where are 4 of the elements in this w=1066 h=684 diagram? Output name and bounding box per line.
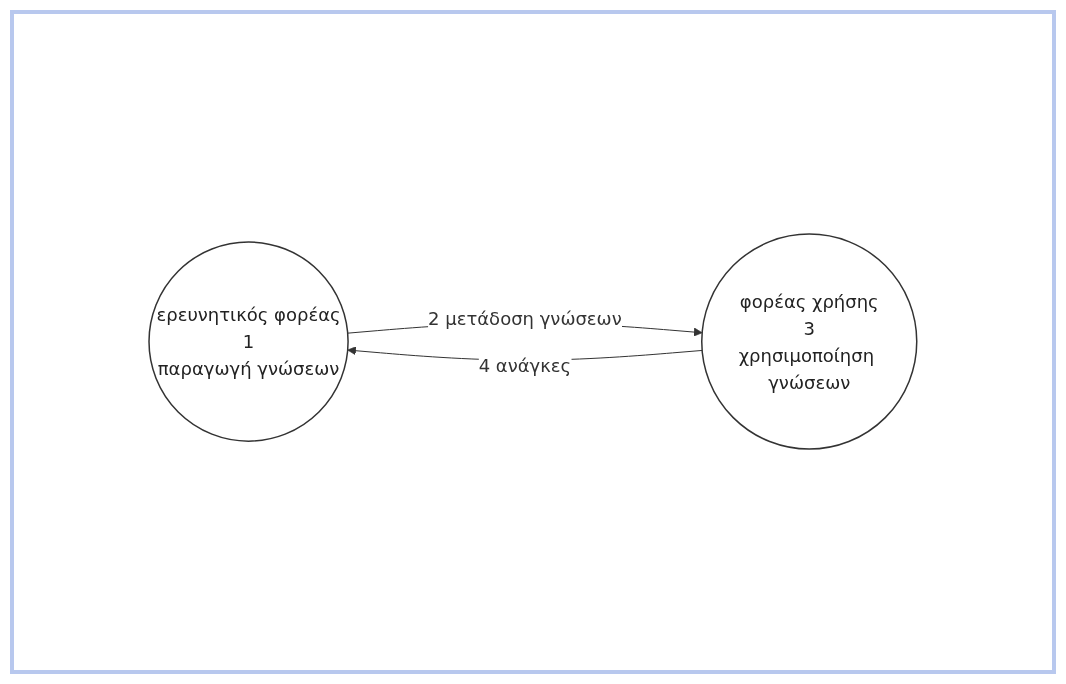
node-circle: ερευνητικός φορέας 1 παραγωγή γνώσεων bbox=[148, 241, 349, 443]
edge-label: 4 ανάγκες bbox=[478, 355, 572, 376]
edge-label: 2 μετάδοση γνώσεων bbox=[428, 308, 622, 329]
node-circle: φορέας χρήσης 3 χρησιμοποίηση γνώσεων bbox=[701, 233, 918, 451]
